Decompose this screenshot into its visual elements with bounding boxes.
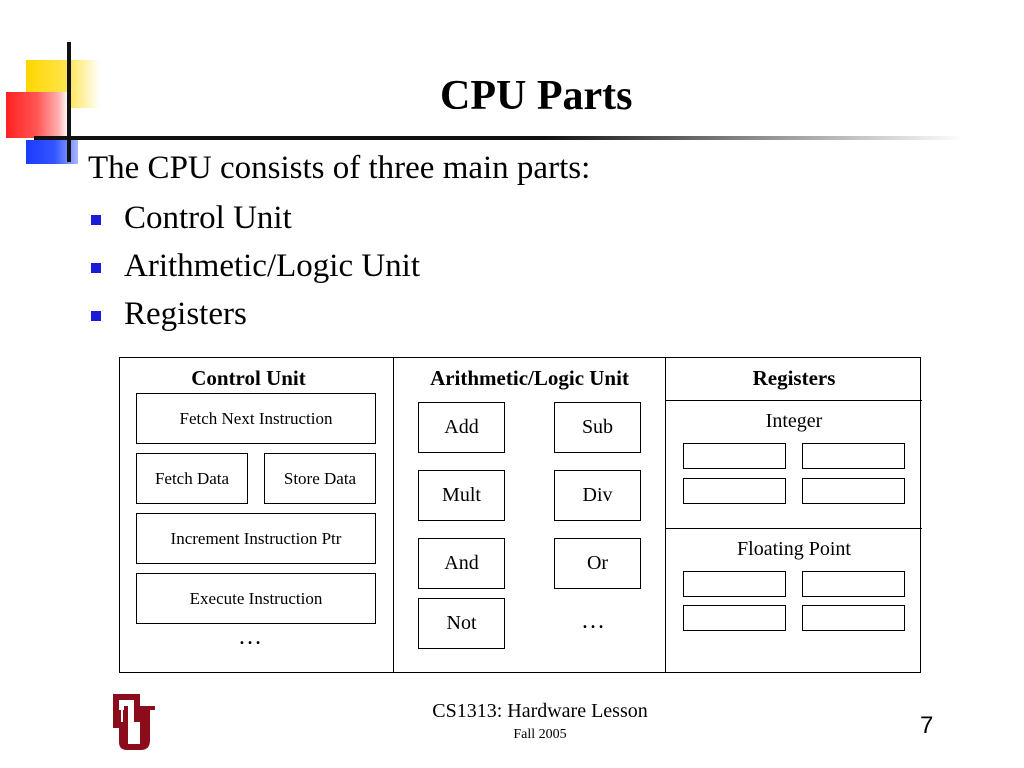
bullet-list: Control Unit Arithmetic/Logic Unit Regis… bbox=[88, 198, 420, 342]
slide-title: CPU Parts bbox=[440, 73, 633, 119]
column-divider bbox=[665, 358, 666, 672]
alu-ellipsis: … bbox=[581, 608, 607, 634]
control-unit-header: Control Unit bbox=[191, 366, 306, 390]
floating-point-register bbox=[683, 571, 786, 597]
integer-register bbox=[683, 478, 786, 504]
integer-register bbox=[802, 478, 905, 504]
and-box: And bbox=[418, 538, 505, 589]
store-data-box: Store Data bbox=[264, 453, 376, 504]
bullet-square-icon bbox=[91, 215, 101, 225]
bullet-item: Registers bbox=[88, 294, 420, 342]
floating-point-register bbox=[802, 571, 905, 597]
decor-title-rule bbox=[34, 136, 964, 140]
bullet-square-icon bbox=[91, 311, 101, 321]
fetch-next-instruction-box: Fetch Next Instruction bbox=[136, 393, 376, 444]
mult-box: Mult bbox=[418, 470, 505, 521]
floating-point-registers-label: Floating Point bbox=[737, 538, 851, 560]
execute-instruction-box: Execute Instruction bbox=[136, 573, 376, 624]
integer-registers-label: Integer bbox=[765, 410, 823, 432]
bullet-text: Arithmetic/Logic Unit bbox=[124, 248, 421, 284]
footer-course: CS1313: Hardware Lesson bbox=[432, 700, 648, 722]
not-box: Not bbox=[418, 598, 505, 649]
ou-logo-icon bbox=[113, 694, 155, 750]
sub-box: Sub bbox=[554, 402, 641, 453]
bullet-item: Arithmetic/Logic Unit bbox=[88, 246, 420, 294]
or-box: Or bbox=[554, 538, 641, 589]
intro-text: The CPU consists of three main parts: bbox=[88, 150, 591, 186]
add-box: Add bbox=[418, 402, 505, 453]
decor-vertical-line bbox=[67, 42, 71, 162]
bullet-text: Registers bbox=[124, 296, 247, 332]
floating-point-register bbox=[683, 605, 786, 631]
footer-term: Fall 2005 bbox=[513, 727, 567, 742]
integer-register bbox=[683, 443, 786, 469]
div-box: Div bbox=[554, 470, 641, 521]
control-unit-ellipsis: … bbox=[238, 624, 264, 650]
bullet-square-icon bbox=[91, 263, 101, 273]
cpu-diagram: Control Unit Fetch Next Instruction Fetc… bbox=[119, 357, 922, 673]
fetch-data-box: Fetch Data bbox=[136, 453, 248, 504]
registers-section-divider bbox=[666, 528, 922, 529]
bullet-item: Control Unit bbox=[88, 198, 420, 246]
alu-header: Arithmetic/Logic Unit bbox=[430, 366, 629, 390]
registers-header-divider bbox=[666, 400, 922, 401]
increment-instruction-ptr-box: Increment Instruction Ptr bbox=[136, 513, 376, 564]
decor-red-square bbox=[6, 92, 68, 138]
page-number: 7 bbox=[920, 712, 934, 739]
floating-point-register bbox=[802, 605, 905, 631]
integer-register bbox=[802, 443, 905, 469]
bullet-text: Control Unit bbox=[124, 200, 292, 236]
registers-header: Registers bbox=[752, 366, 836, 390]
column-divider bbox=[393, 358, 394, 672]
